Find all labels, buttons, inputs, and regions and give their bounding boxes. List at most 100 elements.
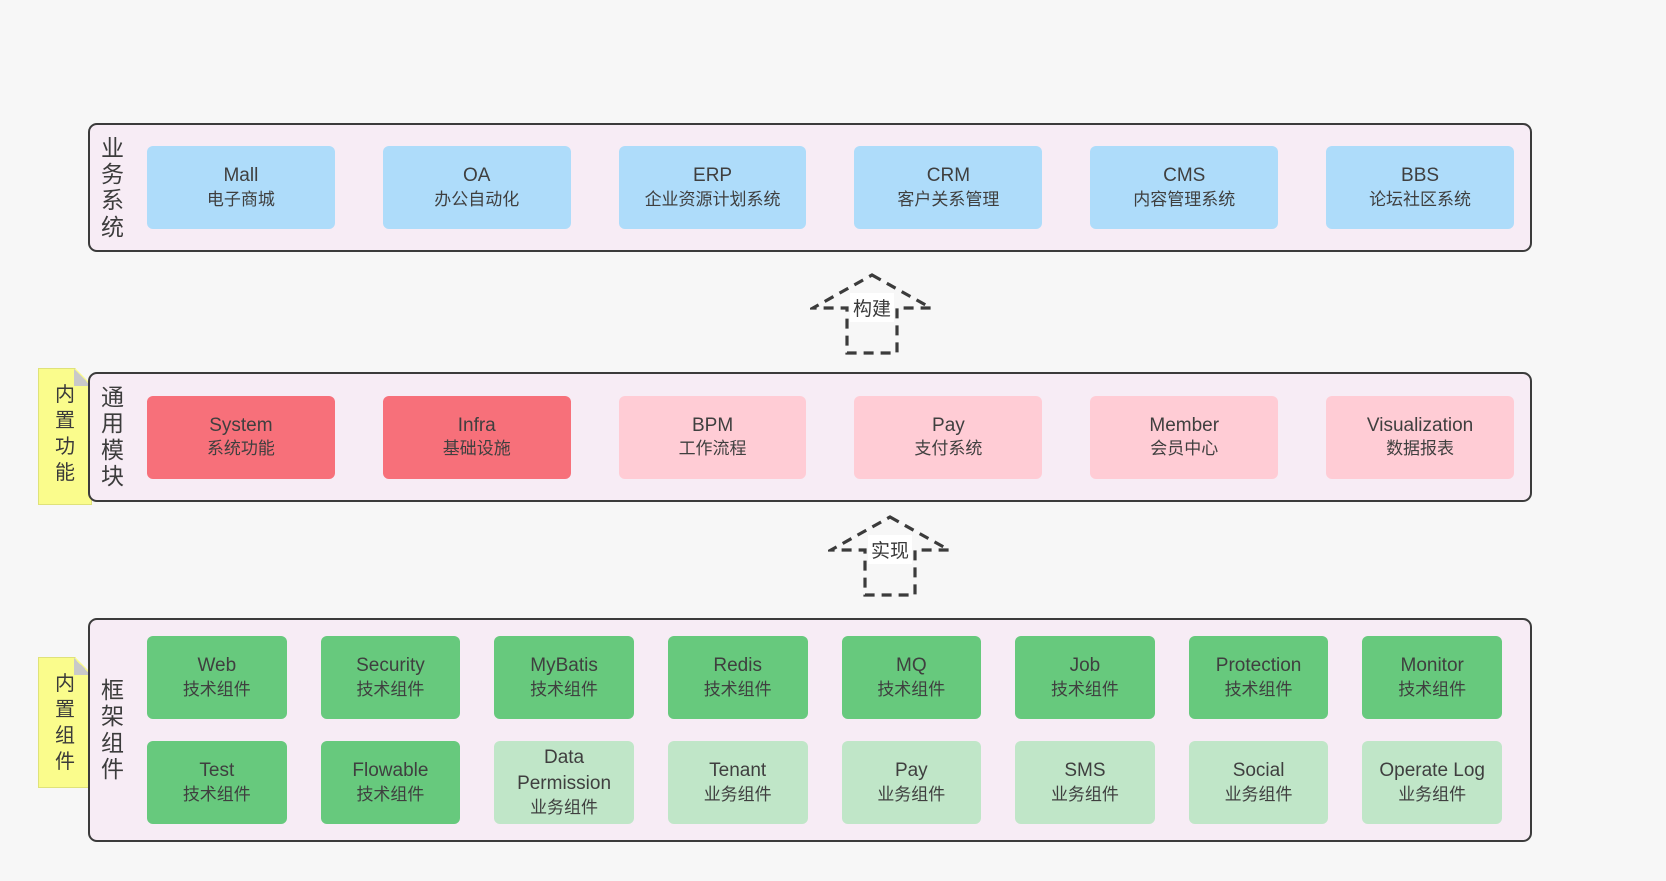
block-arrow-up-icon: [828, 515, 952, 597]
box-name: System: [209, 414, 273, 436]
box-name: Test: [199, 760, 235, 782]
box-name: MQ: [896, 655, 927, 677]
arrow-label-build: 构建: [849, 293, 895, 322]
box-name: Monitor: [1400, 655, 1464, 677]
box-subtitle: 系统功能: [206, 439, 275, 459]
box-name: Visualization: [1366, 414, 1474, 436]
box-subtitle: 业务组件: [703, 784, 772, 804]
box-subtitle: 会员中心: [1150, 439, 1219, 459]
box-name: Pay: [894, 760, 928, 782]
box-name: Flowable: [352, 760, 429, 782]
box-subtitle: 工作流程: [678, 439, 747, 459]
box-member: Member 会员中心: [1090, 395, 1279, 479]
box-subtitle: 技术组件: [356, 679, 425, 699]
box-subtitle: 技术组件: [182, 784, 251, 804]
box-bbs: BBS 论坛社区系统: [1326, 146, 1514, 229]
module-boxes-row: System 系统功能 Infra 基础设施 BPM 工作流程 Pay 支付系统…: [147, 374, 1514, 500]
box-name: MyBatis: [530, 655, 598, 677]
box-oa: OA 办公自动化: [382, 146, 571, 229]
box-mybatis: MyBatis 技术组件: [494, 636, 634, 719]
box-subtitle: 企业资源计划系统: [644, 189, 781, 209]
box-name: Pay: [932, 414, 965, 436]
box-mall: Mall 电子商城: [147, 146, 335, 229]
box-cms: CMS 内容管理系统: [1090, 146, 1279, 229]
band-side-label: 业务系统: [101, 134, 124, 240]
box-name: Tenant: [709, 760, 767, 782]
box-name: CRM: [926, 165, 971, 187]
arrow-label-implement: 实现: [867, 535, 913, 564]
box-name: BPM: [691, 414, 734, 436]
box-pay-module: Pay 支付系统: [854, 395, 1043, 479]
box-subtitle: 办公自动化: [434, 189, 520, 209]
box-name: CMS: [1163, 165, 1206, 187]
box-subtitle: 技术组件: [1050, 679, 1119, 699]
sticky-label: 内置功能: [55, 384, 75, 484]
box-protection: Protection 技术组件: [1188, 636, 1329, 719]
box-name: Social: [1232, 760, 1285, 782]
box-subtitle: 技术组件: [356, 784, 425, 804]
box-name: SMS: [1064, 760, 1106, 782]
band-side-label: 通用模块: [101, 384, 124, 490]
box-subtitle: 技术组件: [530, 679, 599, 699]
box-name: Protection: [1215, 655, 1302, 677]
box-subtitle: 支付系统: [914, 439, 983, 459]
box-subtitle: 技术组件: [703, 679, 772, 699]
band-framework-components: 框架组件 Web 技术组件 Security 技术组件 MyBatis 技术组件…: [88, 618, 1532, 842]
box-sms: SMS 业务组件: [1015, 741, 1155, 824]
box-name: Web: [197, 655, 237, 677]
box-subtitle: 技术组件: [1224, 679, 1293, 699]
box-name: Redis: [713, 655, 762, 677]
box-name: Data Permission: [517, 747, 612, 795]
dashed-up-arrow-implement: 实现: [828, 514, 952, 598]
box-subtitle: 基础设施: [442, 439, 511, 459]
box-system: System 系统功能: [147, 395, 335, 479]
sticky-note-builtin-features: 内置功能: [38, 368, 92, 505]
box-subtitle: 技术组件: [1398, 679, 1467, 699]
box-subtitle: 业务组件: [1050, 784, 1119, 804]
framework-boxes-grid: Web 技术组件 Security 技术组件 MyBatis 技术组件 Redi…: [147, 620, 1502, 840]
box-name: Mall: [223, 165, 259, 187]
box-job: Job 技术组件: [1015, 636, 1155, 719]
dashed-up-arrow-build: 构建: [810, 272, 934, 356]
box-name: Security: [356, 655, 425, 677]
box-mq: MQ 技术组件: [841, 636, 982, 719]
band-side-label: 框架组件: [101, 677, 124, 783]
sticky-note-builtin-components: 内置组件: [38, 657, 92, 788]
box-redis: Redis 技术组件: [667, 636, 808, 719]
box-web: Web 技术组件: [147, 636, 287, 719]
box-subtitle: 数据报表: [1386, 439, 1455, 459]
box-subtitle: 论坛社区系统: [1369, 189, 1472, 209]
box-test: Test 技术组件: [147, 741, 287, 824]
box-name: Infra: [457, 414, 496, 436]
box-bpm: BPM 工作流程: [618, 395, 807, 479]
box-monitor: Monitor 技术组件: [1362, 636, 1502, 719]
box-subtitle: 业务组件: [1398, 784, 1467, 804]
box-security: Security 技术组件: [320, 636, 461, 719]
box-subtitle: 业务组件: [877, 784, 946, 804]
box-infra: Infra 基础设施: [382, 395, 571, 479]
box-name: OA: [463, 165, 491, 187]
box-name: Job: [1069, 655, 1101, 677]
box-subtitle: 技术组件: [182, 679, 251, 699]
box-visualization: Visualization 数据报表: [1326, 395, 1514, 479]
box-erp: ERP 企业资源计划系统: [618, 146, 807, 229]
box-name: BBS: [1401, 165, 1440, 187]
box-social: Social 业务组件: [1188, 741, 1329, 824]
block-arrow-up-icon: [810, 273, 934, 355]
box-name: Member: [1149, 414, 1220, 436]
band-common-modules: 通用模块 System 系统功能 Infra 基础设施 BPM 工作流程 Pay…: [88, 372, 1532, 502]
box-subtitle: 业务组件: [1224, 784, 1293, 804]
box-subtitle: 技术组件: [877, 679, 946, 699]
box-crm: CRM 客户关系管理: [854, 146, 1043, 229]
box-data-permission: Data Permission 业务组件: [494, 741, 634, 824]
box-flowable: Flowable 技术组件: [320, 741, 461, 824]
band-business-systems: 业务系统 Mall 电子商城 OA 办公自动化 ERP 企业资源计划系统 CRM…: [88, 123, 1532, 252]
box-subtitle: 电子商城: [206, 189, 275, 209]
box-tenant: Tenant 业务组件: [667, 741, 808, 824]
box-pay-component: Pay 业务组件: [841, 741, 982, 824]
business-boxes-row: Mall 电子商城 OA 办公自动化 ERP 企业资源计划系统 CRM 客户关系…: [147, 125, 1514, 250]
box-name: ERP: [693, 165, 733, 187]
box-subtitle: 业务组件: [530, 797, 599, 817]
box-subtitle: 内容管理系统: [1133, 189, 1236, 209]
